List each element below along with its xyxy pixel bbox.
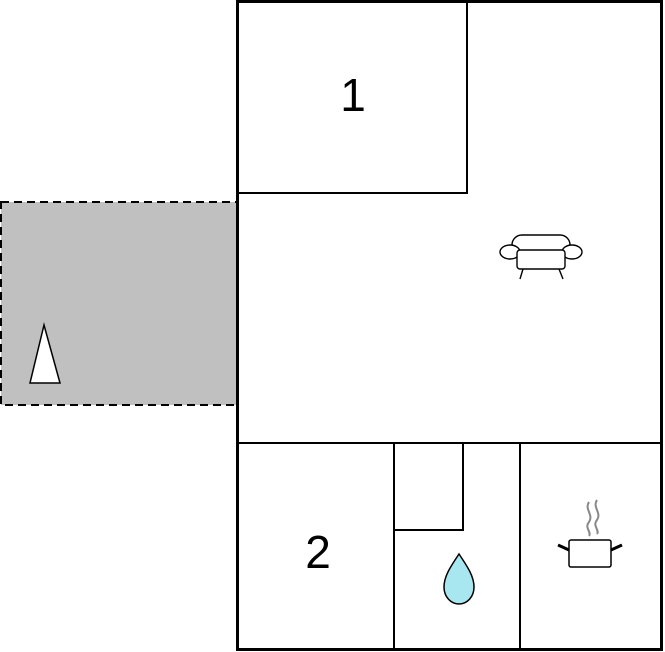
bathroom-closet-walls	[394, 443, 464, 531]
water-drop-icon	[443, 552, 475, 605]
compass-north-icon	[29, 322, 61, 384]
bedroom-1-label: 1	[340, 69, 366, 121]
cooking-pot-icon	[557, 499, 623, 568]
bedroom-1-walls	[237, 2, 468, 194]
sofa-icon	[499, 234, 583, 280]
house-outline	[236, 0, 663, 651]
bedroom-2-label: 2	[305, 526, 331, 578]
